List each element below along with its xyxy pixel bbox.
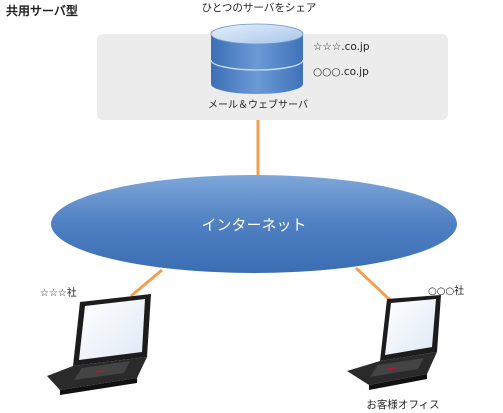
database-server-icon [210, 23, 304, 94]
laptop-icon-left [47, 294, 151, 395]
client-link-right [354, 266, 392, 302]
diagram-title: 共用サーバ型 [6, 3, 78, 18]
domain-label-2: ○○○.co.jp [313, 66, 369, 78]
client-label-right: ○○○社 [428, 284, 464, 297]
domain-label-1: ☆☆☆.co.jp [313, 41, 370, 53]
client-label-left: ☆☆☆社 [40, 286, 77, 299]
laptop-icon-right [347, 295, 441, 390]
office-label: お客様オフィス [366, 398, 439, 411]
server-caption: ひとつのサーバをシェア [202, 2, 317, 14]
client-link-left [130, 268, 163, 298]
internet-cloud [51, 175, 457, 273]
server-label: メール＆ウェブサーバ [208, 98, 308, 111]
internet-label: インターネット [201, 216, 306, 234]
